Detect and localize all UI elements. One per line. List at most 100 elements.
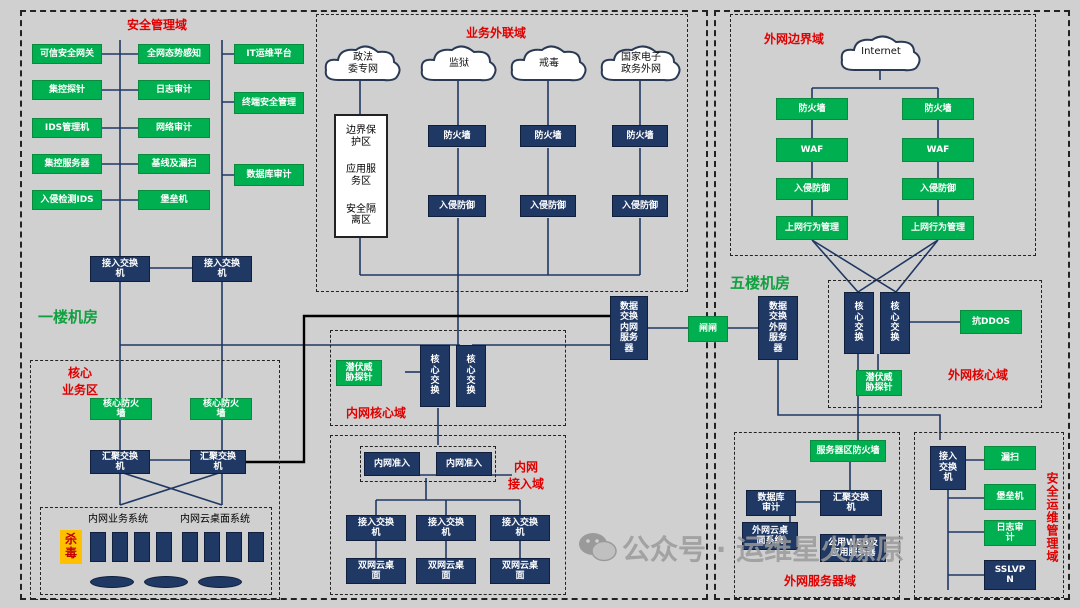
cloud-icon-politics [324, 45, 401, 82]
zone-extranet-core [828, 280, 1042, 408]
storage-disk-1 [90, 576, 134, 588]
node-antivirus[interactable]: 杀 毒 [60, 530, 82, 564]
server-rack-8 [248, 532, 264, 562]
node-int-access-switch-1[interactable]: 接入交换 机 [346, 515, 406, 541]
dmz-isolation: 安全隔 离区 [346, 203, 376, 227]
cloud-icon-rehab [510, 45, 587, 82]
node-dual-vdi-1[interactable]: 双网云桌 面 [346, 558, 406, 584]
node-boundary-firewall-2[interactable]: 防火墙 [902, 98, 974, 120]
node-ext-firewall-2[interactable]: 防火墙 [520, 125, 576, 147]
node-ops-bastion[interactable]: 堡垒机 [984, 484, 1036, 510]
node-dual-vdi-2[interactable]: 双网云桌 面 [416, 558, 476, 584]
node-agg-switch-1[interactable]: 汇聚交换 机 [90, 450, 150, 474]
node-core-firewall-2[interactable]: 核心防火 墙 [190, 398, 252, 420]
node-ext-core-switch-2[interactable]: 核 心 交 换 [880, 292, 910, 354]
cloud-icon-prison [420, 45, 497, 82]
node-agg-switch-2[interactable]: 汇聚交换 机 [190, 450, 246, 474]
node-web-app-server[interactable]: 公用WEB及 应用服务器 [820, 534, 886, 562]
node-log-audit[interactable]: 日志审计 [138, 80, 210, 100]
node-situation-awareness[interactable]: 全网态势感知 [138, 44, 210, 64]
node-ext-firewall-3[interactable]: 防火墙 [612, 125, 668, 147]
node-ext-ips-2[interactable]: 入侵防御 [520, 195, 576, 217]
zone-core-business [30, 360, 280, 600]
label-security-ops: 安全运维管理域 [1045, 472, 1059, 563]
node-ids[interactable]: 入侵检测IDS [32, 190, 102, 210]
label-intranet-access: 内网 接入域 [508, 460, 545, 491]
dmz-zone-box: 边界保 护区 应用服 务区 安全隔 离区 [334, 114, 388, 238]
zone-intranet-access [330, 435, 566, 595]
node-access-switch-1[interactable]: 接入交换 机 [90, 256, 150, 282]
zone-fifth-floor-room [714, 10, 1070, 600]
cloud-label-politics: 政法 委专网 [348, 52, 378, 75]
server-rack-1 [90, 532, 106, 562]
node-central-server[interactable]: 集控服务器 [32, 154, 102, 174]
node-data-exchange-intranet[interactable]: 数据 交换 内网 服务 器 [610, 296, 648, 360]
node-it-ops-platform[interactable]: IT运维平台 [234, 44, 304, 64]
storage-disk-3 [198, 576, 242, 588]
node-int-access-switch-3[interactable]: 接入交换 机 [490, 515, 550, 541]
node-ops-access-switch[interactable]: 接入 交换 机 [930, 446, 966, 490]
node-db-audit[interactable]: 数据库审计 [234, 164, 304, 186]
server-rack-7 [226, 532, 242, 562]
node-ext-ips-3[interactable]: 入侵防御 [612, 195, 668, 217]
cloud-label-internet: Internet [861, 46, 901, 57]
node-boundary-ips-2[interactable]: 入侵防御 [902, 178, 974, 200]
node-int-core-switch-2[interactable]: 核 心 交 换 [456, 345, 486, 407]
dmz-boundary-protection: 边界保 护区 [346, 125, 376, 148]
cloud-icon-egov [600, 45, 681, 82]
node-gatekeeper[interactable]: 闸闸 [688, 316, 728, 342]
node-boundary-waf-2[interactable]: WAF [902, 138, 974, 162]
label-core-business: 核心 业务区 [62, 366, 99, 397]
cloud-label-rehab: 戒毒 [539, 58, 559, 69]
node-ext-vdi-system[interactable]: 外网云桌 面系统 [742, 522, 798, 550]
node-endpoint-security[interactable]: 终端安全管理 [234, 92, 304, 114]
zone-intranet-core [330, 330, 566, 426]
label-intranet-vdi: 内网云桌面系统 [180, 514, 250, 525]
zone-business-external [316, 14, 688, 292]
node-boundary-waf-1[interactable]: WAF [776, 138, 848, 162]
server-rack-6 [204, 532, 220, 562]
node-bastion[interactable]: 堡垒机 [138, 190, 210, 210]
node-ext-db-audit[interactable]: 数据库 审计 [746, 490, 796, 516]
node-ops-sslvpn[interactable]: SSLVP N [984, 560, 1036, 590]
label-business-external: 业务外联域 [466, 26, 527, 40]
node-intranet-admission-1[interactable]: 内网准入 [364, 452, 420, 476]
wechat-logo-icon [579, 533, 617, 562]
node-data-exchange-extranet[interactable]: 数据 交换 外网 服务 器 [758, 296, 798, 360]
node-ext-firewall-1[interactable]: 防火墙 [428, 125, 486, 147]
node-ext-ips-1[interactable]: 入侵防御 [428, 195, 486, 217]
server-rack-3 [134, 532, 150, 562]
node-int-core-switch-1[interactable]: 核 心 交 换 [420, 345, 450, 407]
node-int-access-switch-2[interactable]: 接入交换 机 [416, 515, 476, 541]
node-boundary-behavior-2[interactable]: 上网行为管理 [902, 216, 974, 240]
node-ops-log-audit[interactable]: 日志审 计 [984, 520, 1036, 546]
node-access-switch-2[interactable]: 接入交换 机 [192, 256, 252, 282]
label-extranet-server: 外网服务器域 [784, 574, 857, 588]
zone-first-floor-room [20, 10, 708, 600]
node-network-audit[interactable]: 网络审计 [138, 118, 210, 138]
node-server-firewall[interactable]: 服务器区防火墙 [810, 440, 886, 462]
node-boundary-behavior-1[interactable]: 上网行为管理 [776, 216, 848, 240]
node-boundary-firewall-1[interactable]: 防火墙 [776, 98, 848, 120]
node-trusted-gateway[interactable]: 可信安全网关 [32, 44, 102, 64]
node-ops-scan[interactable]: 漏扫 [984, 446, 1036, 470]
server-rack-5 [182, 532, 198, 562]
node-boundary-ips-1[interactable]: 入侵防御 [776, 178, 848, 200]
node-anti-ddos[interactable]: 抗DDOS [960, 310, 1022, 334]
node-ext-core-switch-1[interactable]: 核 心 交 换 [844, 292, 874, 354]
node-ids-mgmt[interactable]: IDS管理机 [32, 118, 102, 138]
server-rack-4 [156, 532, 172, 562]
node-baseline-scan[interactable]: 基线及漏扫 [138, 154, 210, 174]
node-int-threat-probe[interactable]: 潜伏威 胁探针 [336, 360, 382, 386]
label-first-floor: 一楼机房 [38, 308, 99, 326]
node-intranet-admission-2[interactable]: 内网准入 [436, 452, 492, 476]
cloud-label-egov: 国家电子 政务外网 [621, 52, 661, 75]
node-core-firewall-1[interactable]: 核心防火 墙 [90, 398, 152, 420]
server-rack-2 [112, 532, 128, 562]
node-dual-vdi-3[interactable]: 双网云桌 面 [490, 558, 550, 584]
watermark-text: 公众号 · 运维星火燎原 [622, 533, 905, 566]
node-ext-threat-probe[interactable]: 潜伏威 胁探针 [856, 370, 902, 396]
node-central-probe[interactable]: 集控探针 [32, 80, 102, 100]
node-ext-agg-switch[interactable]: 汇聚交换 机 [820, 490, 882, 516]
label-fifth-floor: 五楼机房 [730, 274, 791, 292]
